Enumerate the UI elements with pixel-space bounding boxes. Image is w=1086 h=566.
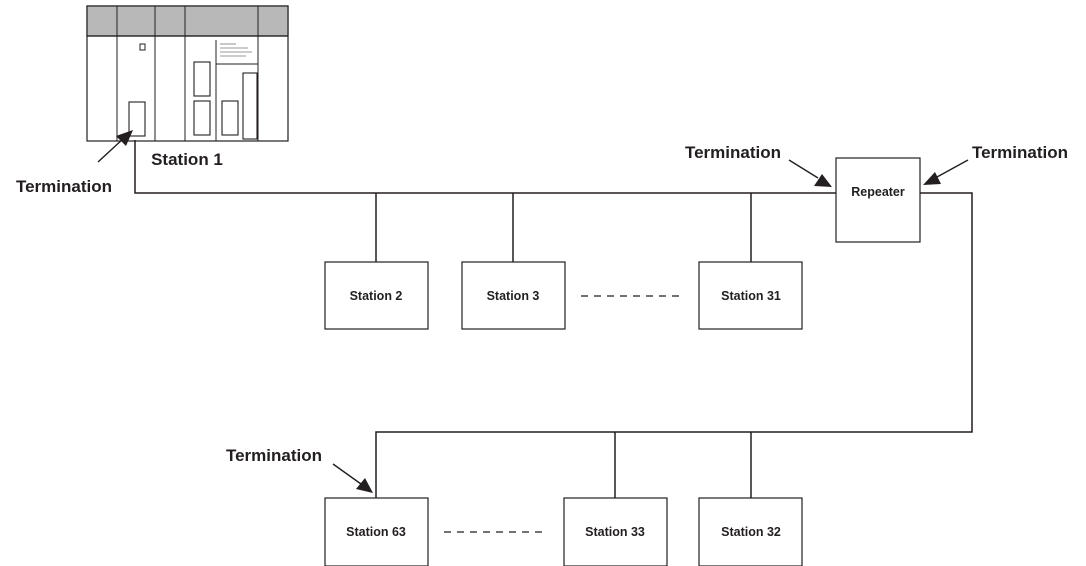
station-3-label: Station 3 [487, 289, 540, 303]
station-32-label: Station 32 [721, 525, 781, 539]
station-63-label: Station 63 [346, 525, 406, 539]
termination-lower-label: Termination [226, 446, 322, 465]
termination-plc-label: Termination [16, 177, 112, 196]
termination-lower-arrow-icon [332, 463, 373, 493]
termination-plc-arrow-icon [97, 130, 133, 163]
station-33-label: Station 33 [585, 525, 645, 539]
termination-repeater-in-arrow-icon [788, 159, 832, 187]
upper-bus [134, 140, 836, 262]
plc-rack [86, 5, 289, 142]
station-33-box [563, 497, 668, 566]
termination-repeater-in-label: Termination [685, 143, 781, 162]
station-2-label: Station 2 [350, 289, 403, 303]
repeater-label: Repeater [851, 185, 905, 199]
station-2-box [324, 261, 429, 330]
termination-repeater-out-label: Termination [972, 143, 1068, 162]
station-3-box [461, 261, 566, 330]
repeater-box [835, 157, 921, 243]
station-31-box [698, 261, 803, 330]
station-63-box [324, 497, 429, 566]
termination-repeater-out-arrow-icon [923, 159, 969, 185]
station-1-label: Station 1 [151, 150, 223, 169]
station-32-box [698, 497, 803, 566]
repeater-to-lower-bus-cable [375, 192, 973, 498]
station-31-label: Station 31 [721, 289, 781, 303]
